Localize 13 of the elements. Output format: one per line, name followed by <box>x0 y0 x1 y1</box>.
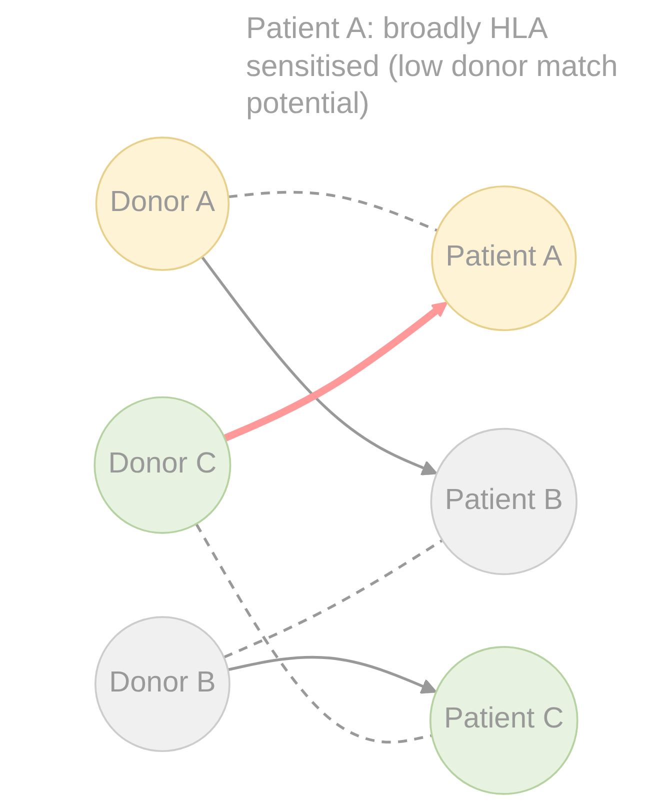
arrow <box>223 301 448 442</box>
arrow <box>200 256 438 475</box>
node-circle: Patient C <box>429 646 578 794</box>
node-circle: Patient B <box>430 427 578 575</box>
node-circle: Donor B <box>94 616 230 752</box>
connector <box>223 538 444 658</box>
note-text: Patient A: broadly HLA sensitised (low donor match potential) <box>246 11 619 122</box>
node-circle: Patient A <box>431 184 577 331</box>
node-circle: Donor A <box>95 136 230 270</box>
connector <box>195 522 432 743</box>
connector <box>228 190 438 232</box>
arrow <box>228 655 437 694</box>
node-circle: Donor C <box>94 396 232 534</box>
